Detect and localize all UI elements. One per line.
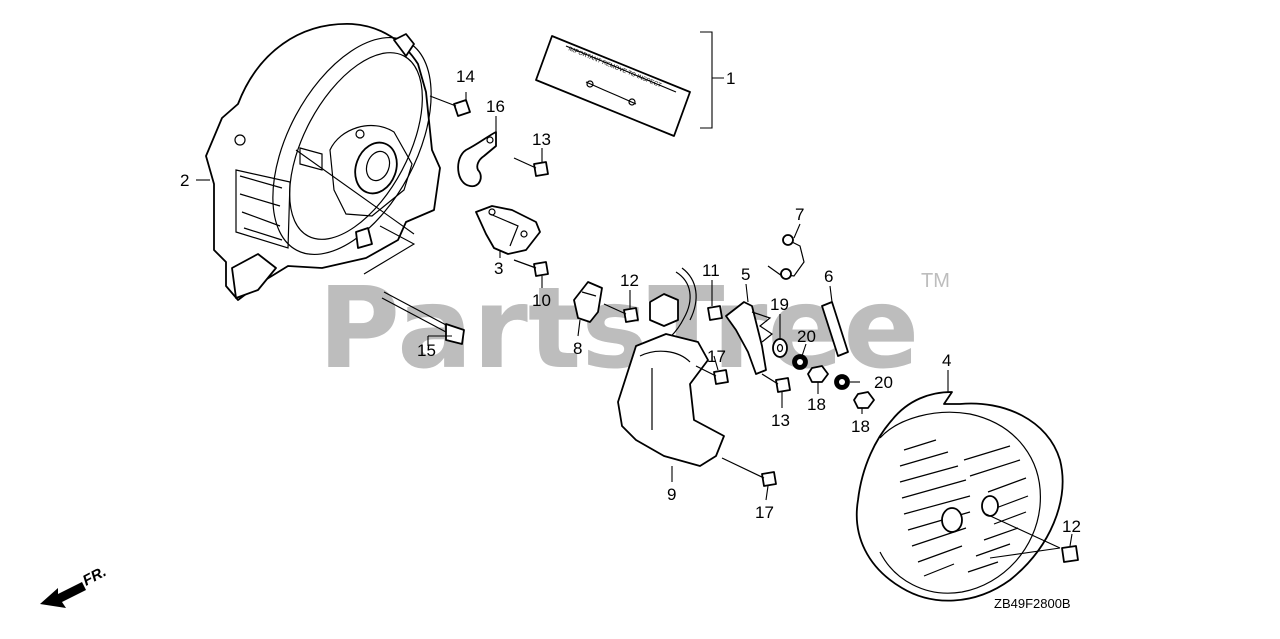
- callout-13-upper: 13: [532, 130, 551, 149]
- callout-14: 14: [456, 67, 475, 86]
- front-direction-indicator: FR.: [40, 563, 109, 608]
- callout-16: 16: [486, 97, 505, 116]
- callout-8: 8: [573, 339, 582, 358]
- diagram-code: ZB49F2800B: [994, 596, 1071, 611]
- callout-4: 4: [942, 351, 951, 370]
- bolt-10[interactable]: [513, 259, 549, 277]
- module-8[interactable]: [573, 281, 603, 323]
- callout-leaders: [196, 31, 1073, 547]
- callout-9: 9: [667, 485, 676, 504]
- nut-18-upper[interactable]: [807, 365, 829, 383]
- callout-18-lower: 18: [851, 417, 870, 436]
- bolt-11[interactable]: [707, 305, 723, 321]
- callout-19: 19: [770, 295, 789, 314]
- callout-13-lower: 13: [771, 411, 790, 430]
- callout-labels: 1 2 3 4 5 6 7 8 9 10 11 12 12 13 13 14 1…: [180, 67, 1081, 536]
- engine-cover-housing[interactable]: [205, 12, 464, 301]
- front-label: FR.: [80, 563, 109, 589]
- callout-20-upper: 20: [797, 327, 816, 346]
- callout-3: 3: [494, 259, 503, 278]
- front-arrow-icon: [40, 582, 86, 608]
- callout-17-lower: 17: [755, 503, 774, 522]
- callout-15: 15: [417, 341, 436, 360]
- callout-17-upper: 17: [707, 347, 726, 366]
- screw-17-lower[interactable]: [721, 457, 777, 487]
- caution-label[interactable]: IMPORTANT REMOVE TO INSPECT: [535, 35, 691, 137]
- bolt-12-lower[interactable]: [1061, 545, 1079, 563]
- callout-5: 5: [741, 265, 750, 284]
- washer-19[interactable]: [772, 338, 788, 358]
- nut-20-upper[interactable]: [792, 354, 808, 370]
- bolt-14[interactable]: [429, 95, 471, 117]
- callout-6: 6: [824, 267, 833, 286]
- bracket-3[interactable]: [475, 205, 541, 255]
- callout-10: 10: [532, 291, 551, 310]
- callout-20-lower: 20: [874, 373, 893, 392]
- bolt-13-lower[interactable]: [761, 373, 791, 393]
- callout-12-middle: 12: [620, 271, 639, 290]
- callout-2: 2: [180, 171, 189, 190]
- muffler-protector-4[interactable]: [855, 391, 1064, 602]
- wire-clip-16[interactable]: [457, 131, 497, 188]
- callout-11: 11: [702, 261, 720, 280]
- nut-20-lower[interactable]: [834, 374, 850, 390]
- housing-leader: [295, 149, 416, 275]
- grille-leader: [985, 513, 1061, 559]
- callout-18-upper: 18: [807, 395, 826, 414]
- long-bolt-15[interactable]: [381, 291, 465, 345]
- screw-17-upper[interactable]: [695, 365, 729, 385]
- nut-18-lower[interactable]: [853, 391, 875, 409]
- bolt-12-middle[interactable]: [603, 303, 639, 323]
- callout-7: 7: [795, 205, 804, 224]
- bolt-13-upper[interactable]: [513, 157, 549, 177]
- callout-12-lower: 12: [1062, 517, 1081, 536]
- grille-slots: [899, 439, 1029, 577]
- wire-link-7[interactable]: [767, 234, 805, 280]
- callout-1: 1: [726, 69, 735, 88]
- strip-6[interactable]: [821, 301, 849, 357]
- trademark-symbol: TM: [921, 270, 950, 292]
- lever-5[interactable]: [725, 301, 774, 375]
